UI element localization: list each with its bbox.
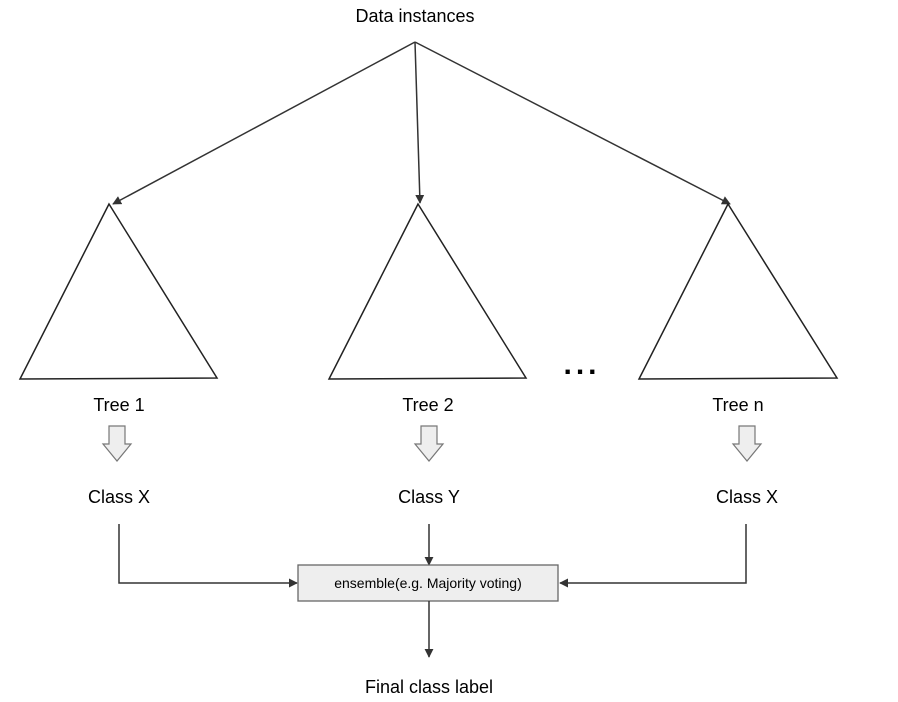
down-arrow-icon <box>101 425 133 462</box>
tree-2-class-label: Class Y <box>398 487 460 507</box>
ensemble-label: ensemble(e.g. Majority voting) <box>334 575 522 591</box>
tree-1-label: Tree 1 <box>93 395 144 415</box>
edge-root-to-tree-1 <box>112 41 416 205</box>
tree-n-label: Tree n <box>712 395 763 415</box>
tree-1-class-label: Class X <box>88 487 150 507</box>
tree-2-shape <box>327 202 528 380</box>
tree-1-shape <box>18 202 219 380</box>
ensemble-box <box>297 564 559 602</box>
tree-n-shape <box>637 202 839 380</box>
edge-root-to-tree-n <box>414 41 731 205</box>
edge-root-to-tree-2 <box>414 41 425 204</box>
ellipsis: ... <box>563 348 600 381</box>
tree-n-class-label: Class X <box>716 487 778 507</box>
edge-class-1-to-ensemble <box>118 524 298 588</box>
edge-class-n-to-ensemble <box>559 524 747 588</box>
down-arrow-icon <box>413 425 445 462</box>
tree-2-label: Tree 2 <box>402 395 453 415</box>
output-label: Final class label <box>365 677 493 697</box>
root-label: Data instances <box>355 6 474 26</box>
down-arrow-icon <box>731 425 763 462</box>
